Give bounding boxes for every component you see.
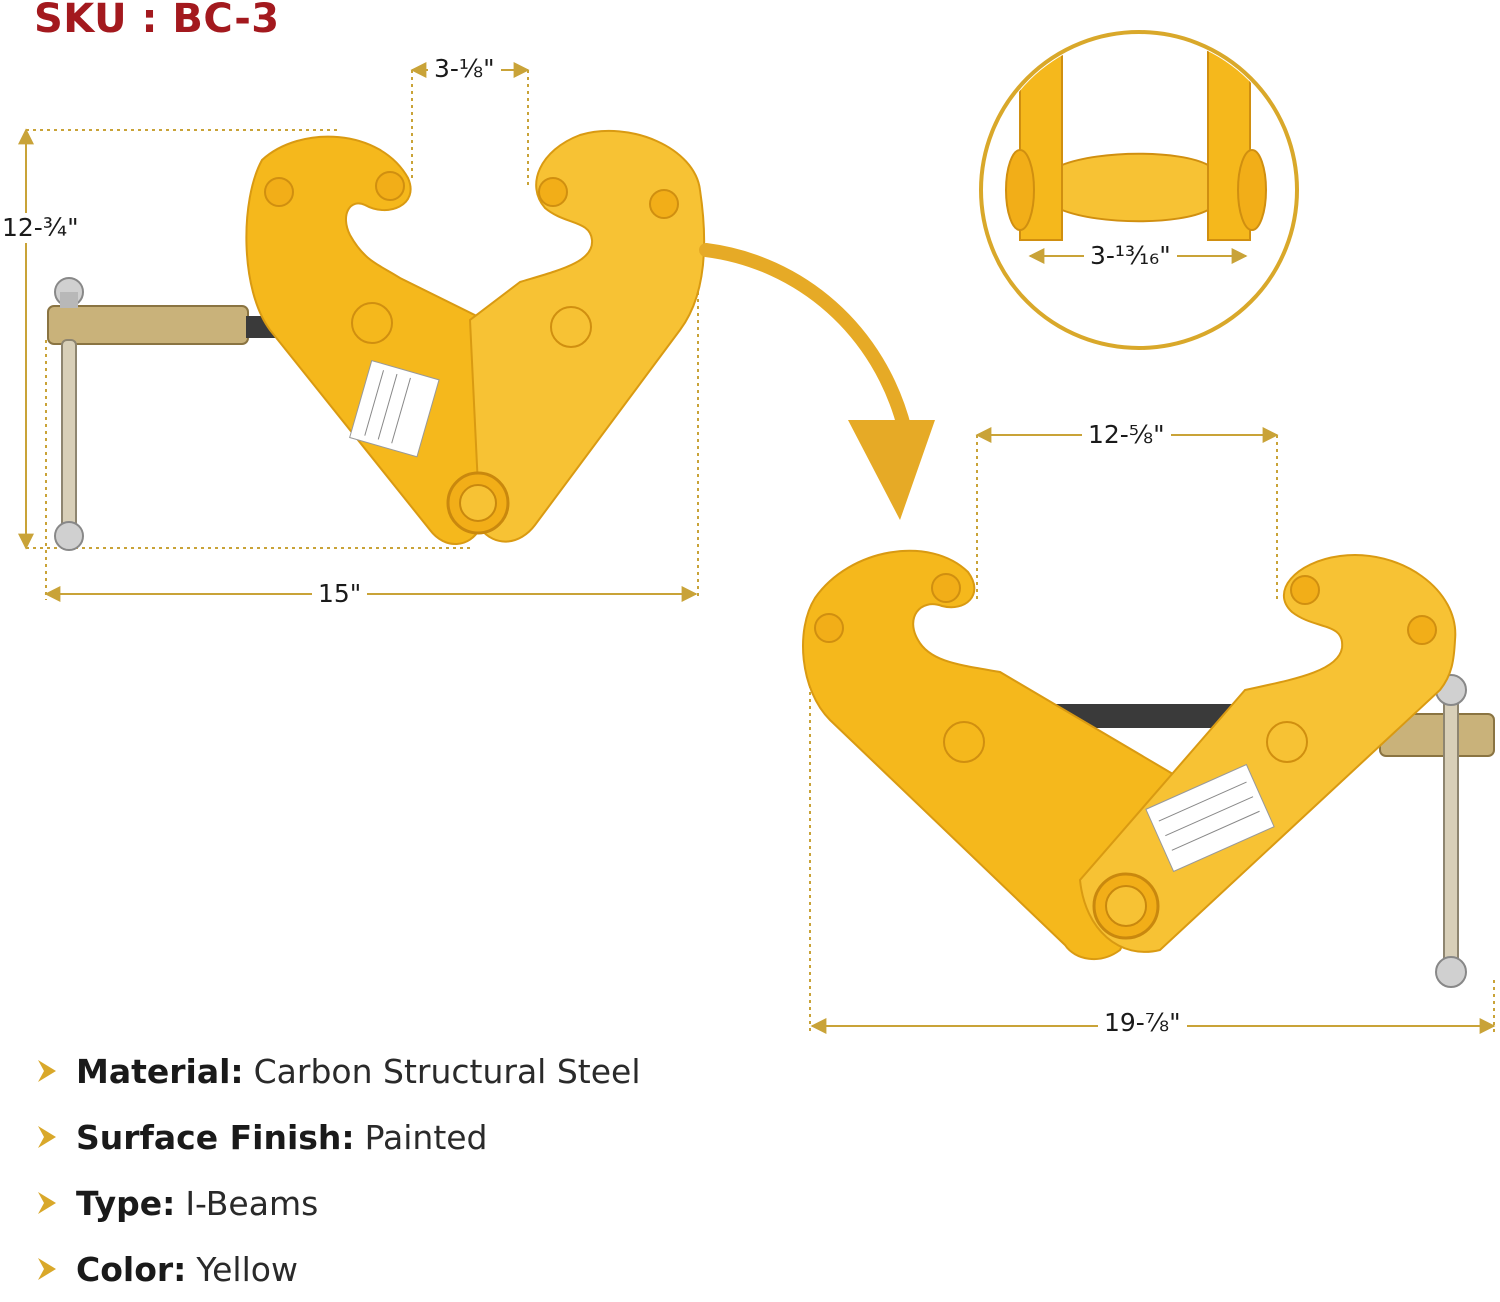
beam-clamp-closed <box>47 130 706 551</box>
spec-label: Color: <box>76 1249 187 1289</box>
chevron-right-icon <box>38 1258 56 1280</box>
spec-item-color: Color: Yellow <box>34 1236 641 1302</box>
detail-circle <box>979 30 1299 350</box>
spec-item-surface-finish: Surface Finish: Painted <box>34 1104 641 1170</box>
spec-value: Carbon Structural Steel <box>253 1051 641 1091</box>
dimension-guides-closed <box>18 62 699 602</box>
clamp-illustrations <box>18 30 1496 1034</box>
transition-arrow <box>699 243 935 520</box>
dim-flange-width: 3-¹³⁄₁₆" <box>1084 241 1177 271</box>
dim-length-open: 19-⅞" <box>1098 1008 1187 1038</box>
chevron-right-icon <box>38 1192 56 1214</box>
dim-height: 12-¾" <box>0 213 85 243</box>
spec-label: Surface Finish: <box>76 1117 355 1157</box>
sku-title: SKU : BC-3 <box>34 0 280 42</box>
spec-value: I-Beams <box>185 1183 319 1223</box>
spec-item-material: Material: Carbon Structural Steel <box>34 1038 641 1104</box>
spec-list: Material: Carbon Structural Steel Surfac… <box>34 1038 641 1302</box>
beam-clamp-open <box>802 549 1495 988</box>
spec-item-type: Type: I-Beams <box>34 1170 641 1236</box>
chevron-right-icon <box>38 1126 56 1148</box>
spec-value: Yellow <box>196 1249 298 1289</box>
spec-label: Type: <box>76 1183 176 1223</box>
spec-label: Material: <box>76 1051 244 1091</box>
chevron-right-icon <box>38 1060 56 1082</box>
spec-value: Painted <box>364 1117 488 1157</box>
dim-jaw-closed: 3-⅛" <box>428 54 501 84</box>
dim-jaw-open: 12-⅝" <box>1082 420 1171 450</box>
dim-length-closed: 15" <box>312 579 368 609</box>
